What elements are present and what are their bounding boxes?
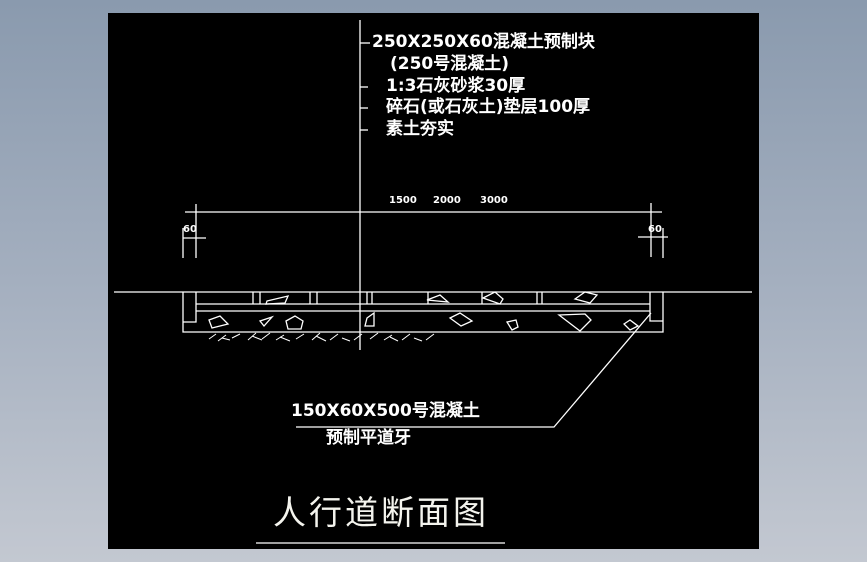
curb-leader-line bbox=[296, 312, 652, 428]
dimension-right-offset: 60 bbox=[648, 224, 662, 235]
drawing-title: 人行道断面图 bbox=[273, 493, 489, 532]
callout-curb-spec: 150X60X500号混凝土 bbox=[291, 401, 480, 421]
drawing-canvas bbox=[108, 13, 759, 549]
pavement-outline bbox=[182, 292, 664, 333]
dimension-width-2000: 2000 bbox=[433, 195, 461, 206]
callout-gravel-layer: 碎石(或石灰土)垫层100厚 bbox=[386, 97, 591, 117]
dimension-width-3000: 3000 bbox=[480, 195, 508, 206]
callout-mortar-layer: 1:3石灰砂浆30厚 bbox=[386, 76, 526, 96]
callout-curb-name: 预制平道牙 bbox=[326, 428, 411, 448]
callout-concrete-grade: (250号混凝土) bbox=[390, 54, 510, 74]
dimension-left-offset: 60 bbox=[183, 224, 197, 235]
callout-precast-block: 250X250X60混凝土预制块 bbox=[372, 32, 595, 52]
dimension-width-1500: 1500 bbox=[389, 195, 417, 206]
callout-compacted-soil: 素土夯实 bbox=[386, 119, 454, 139]
